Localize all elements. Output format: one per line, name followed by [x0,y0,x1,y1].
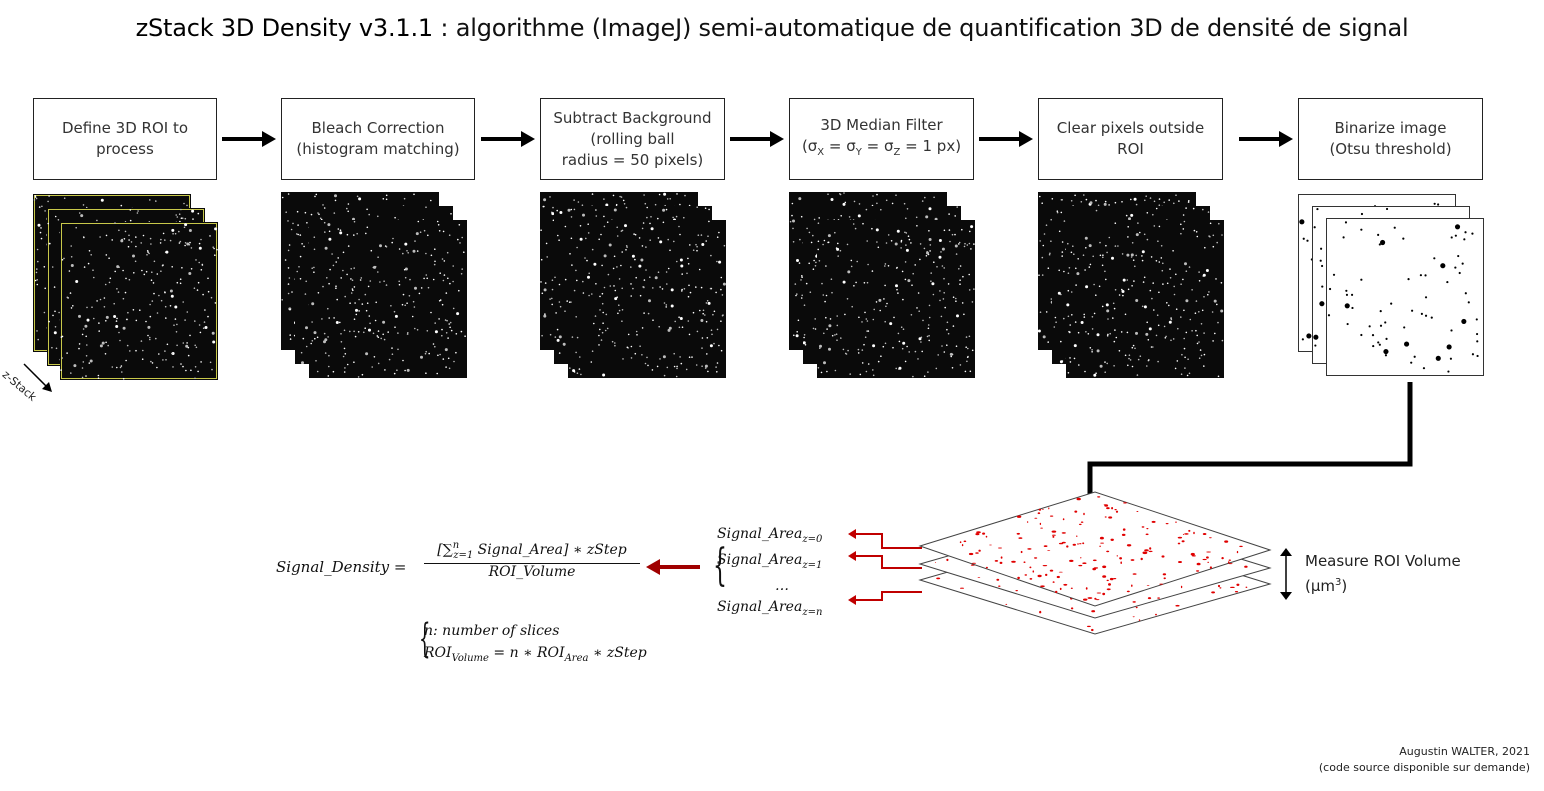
double-arrow-icon [1280,548,1292,600]
step-2-line-2: (histogram matching) [296,140,460,158]
step-5-line-1: Clear pixels outside [1056,119,1205,137]
arrow-right-icon [1239,131,1293,147]
zstack-arrow-icon [23,363,52,392]
measure-unit: (µm3) [1305,577,1348,595]
title-description: : algorithme (ImageJ) semi-automatique d… [432,14,1409,42]
step-bleach-correction: Bleach Correction (histogram matching) [281,98,475,180]
step-4-sigma: (σX = σY = σZ = 1 px) [801,137,962,158]
step-1-line-2: process [96,140,154,158]
step-define-roi: Define 3D ROI to process [33,98,217,180]
formula-fraction: [∑nz=1 Signal_Area] ∗ zStep ROI_Volume [420,540,644,580]
step-binarize: Binarize image (Otsu threshold) [1298,98,1483,180]
step-2-line-1: Bleach Correction [311,119,445,137]
formula-numerator: [∑nz=1 Signal_Area] ∗ zStep [437,540,627,561]
step-6-line-1: Binarize image [1334,119,1447,137]
image-stack-bleach-corrected [281,192,471,392]
stack-slice [1066,220,1224,378]
image-stack-background-subtracted [540,192,730,392]
signal-area-list: Signal_Areaz=0 Signal_Areaz=1 … Signal_A… [717,524,822,622]
image-stack-median-filtered [789,192,979,392]
signal-area-ellipsis: … [775,577,789,594]
red-connector-arrows [848,529,922,605]
definitions: n: number of slices ROIVolume = n ∗ ROIA… [424,620,647,670]
image-stack-binarized [1298,192,1488,392]
arrow-right-icon [481,131,535,147]
step-1-line-1: Define 3D ROI to [61,119,189,137]
slice-planes-3d [918,491,1272,635]
arrow-right-icon [730,131,784,147]
step-3-line-2: (rolling ball [590,129,675,148]
formula-lhs: Signal_Density = [276,558,407,576]
signal-area-z1: Signal_Areaz=1 [717,551,823,571]
stack-slice [60,222,218,380]
brace-icon: { [418,616,431,662]
measure-label: Measure ROI Volume [1305,552,1461,570]
fraction-bar [424,562,640,564]
credit-author: Augustin WALTER, 2021 [1399,745,1530,758]
step-3-line-3: radius = 50 pixels) [561,150,704,169]
credit-note: (code source disponible sur demande) [1318,761,1530,774]
measure-roi-volume: Measure ROI Volume (µm3) [1305,550,1461,597]
arrow-right-icon [979,131,1033,147]
definition-roi-volume: ROIVolume = n ∗ ROIArea ∗ zStep [424,645,647,664]
step-3-line-1: Subtract Background [553,108,712,127]
formula-denominator: ROI_Volume [488,563,576,580]
signal-area-zn: Signal_Areaz=n [717,598,823,618]
image-stack-raw [33,192,223,392]
stack-slice [309,220,467,378]
definition-n: n: number of slices [424,623,560,639]
image-stack-cleared [1038,192,1228,392]
page-title: zStack 3D Density v3.1.1 : algorithme (I… [0,14,1544,42]
step-6-line-2: (Otsu threshold) [1329,140,1452,158]
title-tool-name: zStack 3D Density v3.1.1 [135,14,434,42]
stack-slice [1326,218,1484,376]
step-5-line-2: ROI [1117,140,1144,158]
credit: Augustin WALTER, 2021 (code source dispo… [1319,744,1530,776]
step-subtract-background: Subtract Background (rolling ball radius… [540,98,725,180]
arrow-left-icon [646,559,700,575]
plane-slice-0 [918,491,1272,607]
stack-slice [817,220,975,378]
arrow-right-icon [222,131,276,147]
brace-icon: { [713,540,727,591]
stack-slice [568,220,726,378]
signal-area-z0: Signal_Areaz=0 [717,526,823,545]
step-median-filter: 3D Median Filter (σX = σY = σZ = 1 px) [789,98,974,180]
step-4-line-1: 3D Median Filter [820,116,943,134]
step-clear-outside: Clear pixels outside ROI [1038,98,1223,180]
